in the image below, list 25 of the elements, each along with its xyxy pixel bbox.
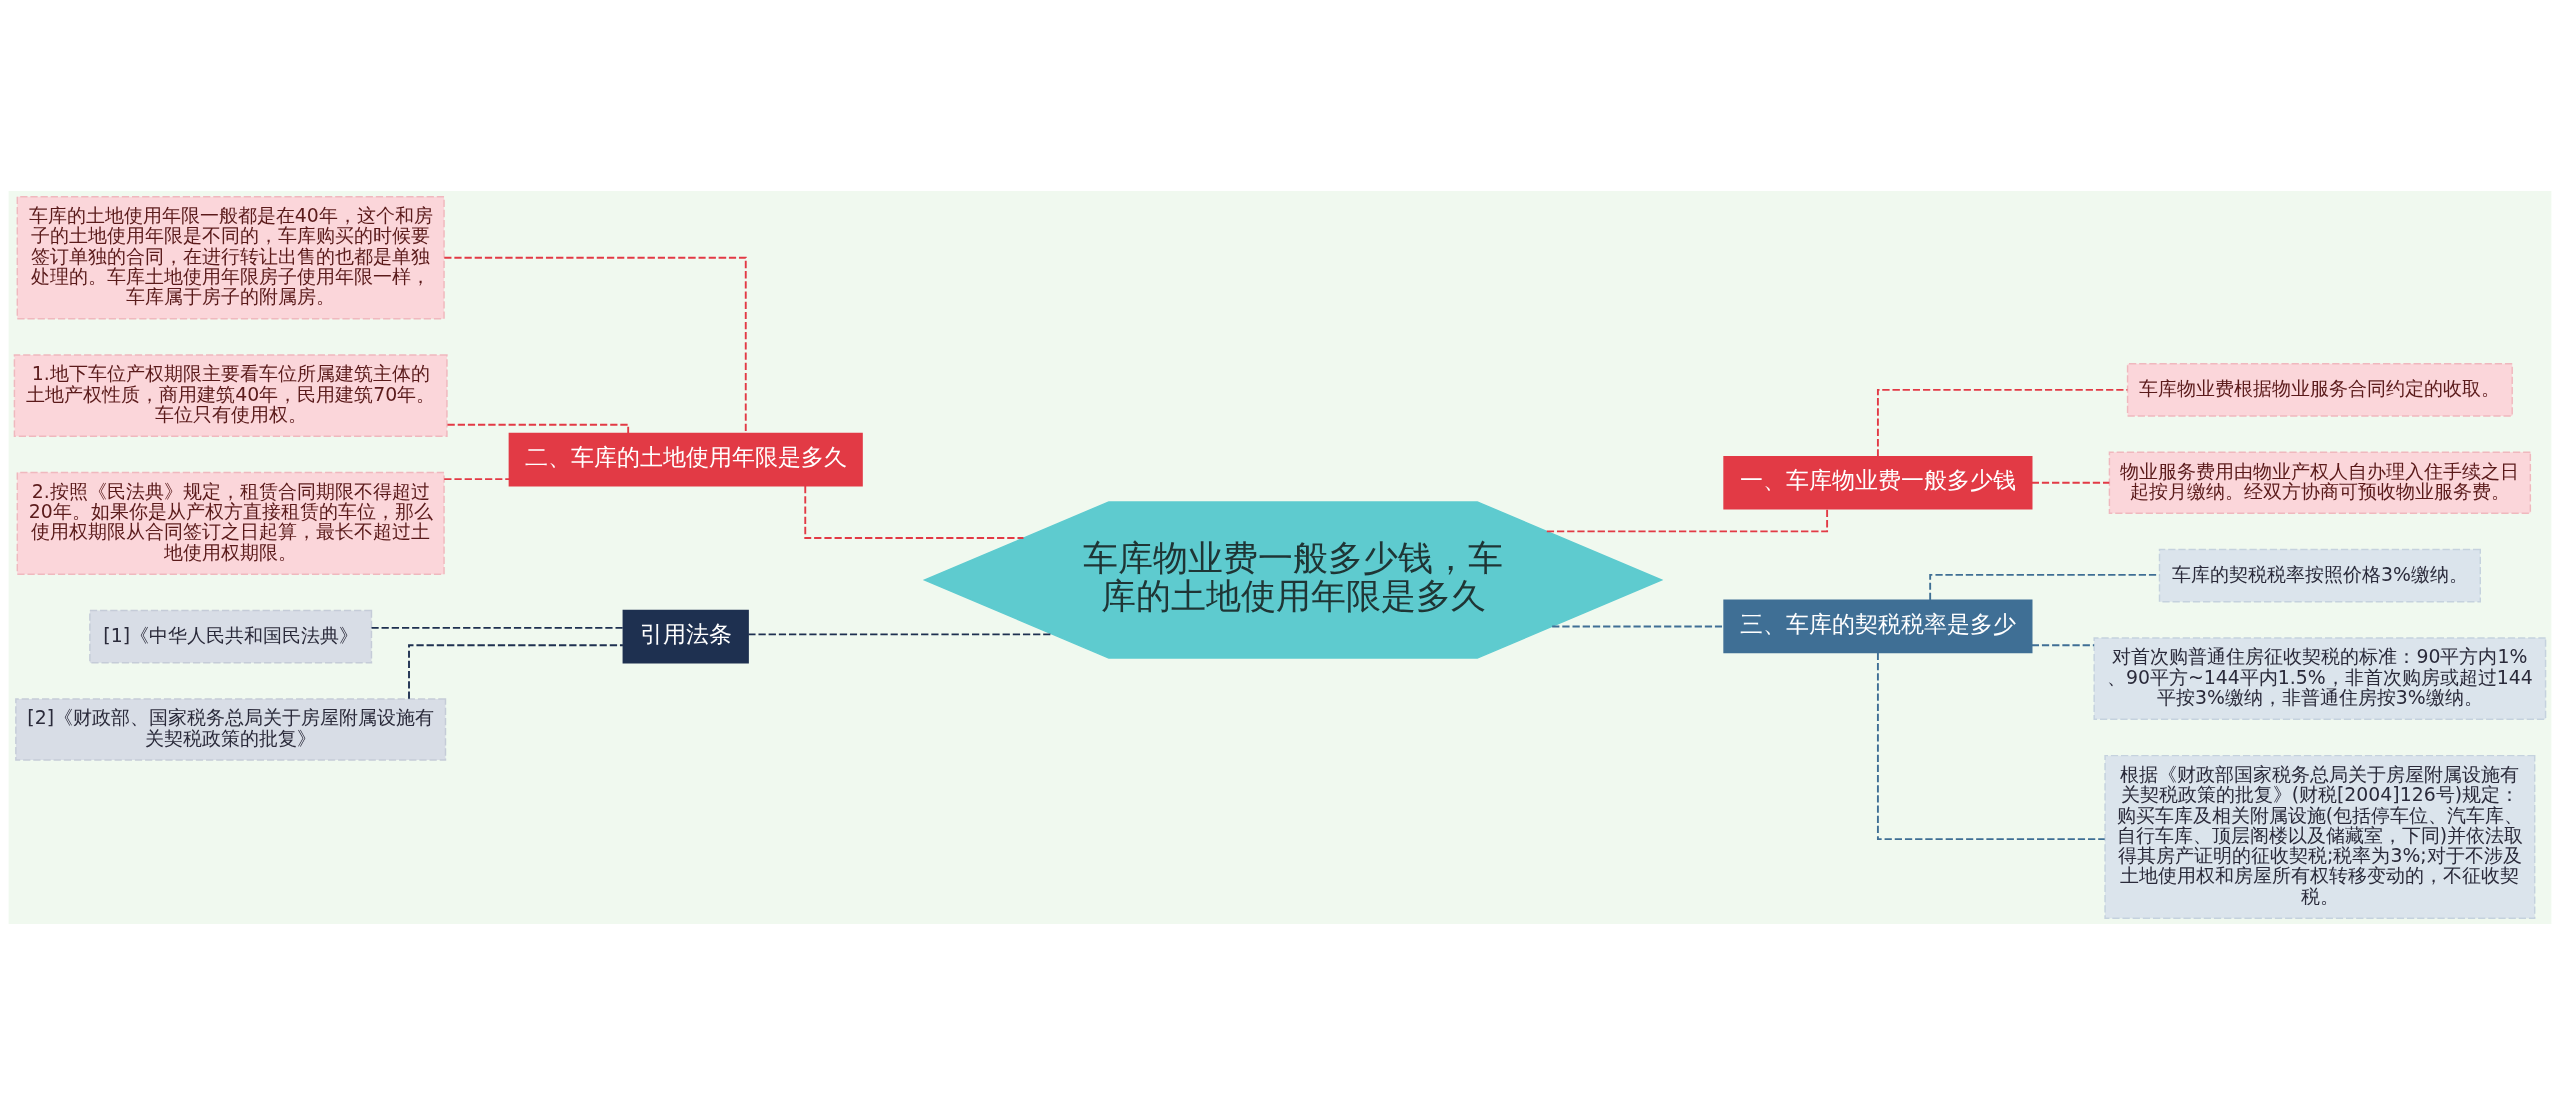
node-box: 车库物业费根据物业服务合同约定的收取。: [2126, 363, 2513, 417]
node-box: 一、车库物业费一般多少钱: [1723, 455, 2033, 510]
connector: [446, 423, 630, 435]
connector: [1876, 388, 2129, 458]
connector: [804, 485, 1025, 539]
connector: [2030, 481, 2111, 484]
node-box: 二、车库的土地使用年限是多久: [508, 432, 863, 487]
node-box: 2.按照《民法典》规定，租赁合同期限不得超过20年。如果你是从产权方直接租赁的车位，那么使用权期限从合同签订之日起算，最长不超过土地使用权期限。: [16, 471, 445, 575]
node-box: 1.地下车位产权期限主要看车位所属建筑主体的土地产权性质，商用建筑40年，民用建筑70年。车位只有使用权。: [13, 354, 448, 438]
node-box: 根据《财政部国家税务总局关于房屋附属设施有关契税政策的批复》(财税[2004]126号)规定：购买车库及相关附属设施(包括停车位、汽车库、自行车库、顶层阁楼以及储藏室，下同)并依法取得其房产证明的征收契税;税率为3%;对于不涉及土地使用权和房屋所有权转移变动的，不征收契税。: [2104, 754, 2536, 919]
node-box: 车库的契税税率按照价格3%缴纳。: [2158, 548, 2481, 603]
node-box: [2]《财政部、国家税务总局关于房屋附属设施有关契税政策的批复》: [15, 698, 447, 761]
connector: [443, 256, 747, 435]
connector: [408, 644, 624, 700]
node-box: [1]《中华人民共和国民法典》: [89, 609, 373, 664]
node-box: 对首次购普通住房征收契税的标准：90平方内1%、90平方~144平内1.5%，非首次购房或超过144平按3%缴纳，非普通住房按3%缴纳。: [2093, 637, 2547, 721]
connector: [1876, 652, 2106, 841]
connector: [2030, 644, 2096, 647]
node-box: 引用法条: [622, 609, 749, 664]
node-box: 三、车库的契税税率是多少: [1723, 599, 2033, 654]
connector: [370, 626, 624, 629]
connector: [1551, 625, 1725, 628]
connector: [443, 478, 510, 481]
node-box: 车库的土地使用年限一般都是在40年，这个和房子的土地使用年限是不同的，车库购买的时候要签订单独的合同，在进行转让出售的也都是单独处理的。车库土地使用年限房子使用年限一样，车库属于房子的附属房。: [16, 196, 445, 320]
node-box: 物业服务费用由物业产权人自办理入住手续之日起按月缴纳。经双方协商可预收物业服务费。: [2108, 451, 2532, 514]
